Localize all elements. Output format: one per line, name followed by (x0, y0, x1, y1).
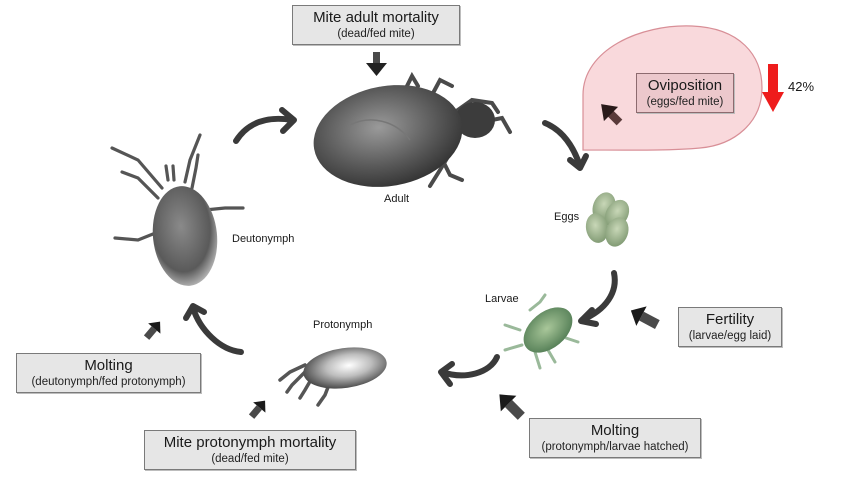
arrow-icon-molting-deutonymph (143, 321, 161, 340)
oviposition-change-value: 42% (788, 79, 815, 94)
protonymph-mortality-subtitle: (dead/fed mite) (211, 453, 289, 465)
oviposition-box: Oviposition (eggs/fed mite) (636, 73, 734, 113)
molting-deutonymph-title: Molting (84, 357, 133, 374)
fertility-subtitle: (larvae/egg laid) (688, 330, 772, 342)
protonymph-mite-image (278, 347, 387, 407)
cycle-arrow-adult-to-eggs (542, 120, 589, 171)
protonymph-mortality-box: Mite protonymph mortality (dead/fed mite… (144, 430, 356, 470)
fertility-box: Fertility (larvae/egg laid) (678, 307, 782, 347)
deutonymph-mite-image (110, 133, 245, 286)
cycle-arrow-larvae-to-protonymph (438, 354, 500, 387)
protonymph-mortality-title: Mite protonymph mortality (163, 434, 337, 451)
stage-label-eggs: Eggs (554, 211, 580, 223)
stage-label-adult: Adult (384, 193, 410, 205)
arrow-icon-molting-protonymph (499, 394, 525, 420)
stage-label-deutonymph: Deutonymph (232, 233, 295, 245)
cycle-arrow-deutonymph-to-adult (233, 107, 297, 144)
adult-mortality-subtitle: (dead/fed mite) (337, 28, 415, 40)
oviposition-title: Oviposition (647, 77, 723, 94)
fertility-title: Fertility (705, 311, 755, 328)
oviposition-subtitle: (eggs/fed mite) (646, 96, 724, 108)
molting-protonymph-title: Molting (590, 422, 640, 439)
arrow-icon-oviposition (601, 104, 623, 126)
eggs-image (585, 192, 630, 247)
decrease-arrow-icon (762, 64, 784, 112)
larva-mite-image (503, 293, 580, 370)
molting-protonymph-subtitle: (protonymph/larvae hatched) (541, 441, 689, 453)
stage-label-larvae: Larvae (485, 293, 519, 305)
cycle-arrow-protonymph-to-deutonymph (183, 303, 244, 355)
molting-protonymph-box: Molting (protonymph/larvae hatched) (529, 418, 701, 458)
cycle-arrow-eggs-to-larvae (578, 270, 618, 327)
adult-mortality-title: Mite adult mortality (313, 9, 439, 26)
stage-label-protonymph: Protonymph (313, 319, 373, 331)
adult-mite-image (313, 71, 512, 188)
adult-mortality-box: Mite adult mortality (dead/fed mite) (292, 5, 460, 45)
molting-deutonymph-box: Molting (deutonymph/fed protonymph) (16, 353, 201, 393)
arrow-icon-adult-mortality (366, 52, 387, 76)
arrow-icon-protonymph-mortality (248, 400, 266, 419)
arrow-icon-fertility (630, 306, 660, 329)
molting-deutonymph-subtitle: (deutonymph/fed protonymph) (31, 376, 186, 388)
